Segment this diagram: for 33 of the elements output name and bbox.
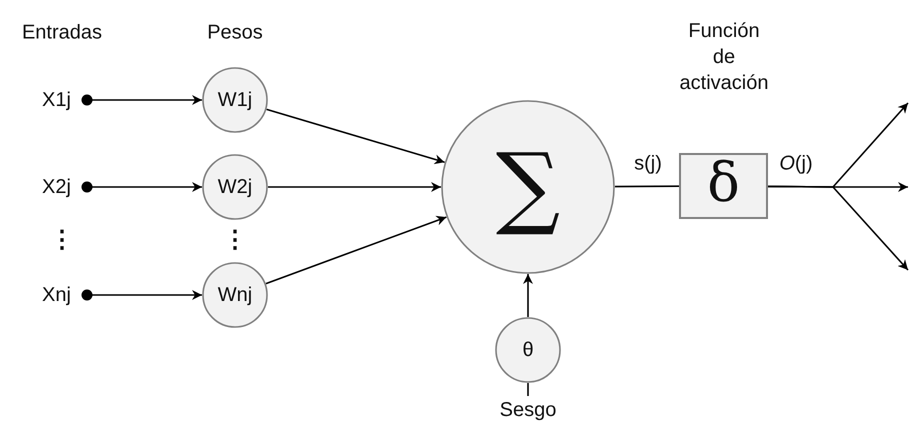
weight-label: Wnj <box>218 284 252 306</box>
weight-label: W1j <box>218 89 252 111</box>
weight-circle <box>202 67 268 133</box>
arrow <box>268 182 441 192</box>
arrow <box>266 108 445 164</box>
variable-label: Xnj <box>42 284 71 306</box>
bias-symbol: θ <box>522 339 534 361</box>
arrow <box>768 186 909 271</box>
variable-label: X2j <box>42 176 71 198</box>
line <box>615 185 679 188</box>
caption-text: Sesgo <box>500 399 556 421</box>
arrow <box>266 216 447 284</box>
line <box>527 383 529 396</box>
weight-label: W2j <box>218 176 252 198</box>
summation-symbol: ∑ <box>496 142 560 232</box>
weight-circle <box>202 154 268 220</box>
edge-label: s(j) <box>633 152 663 176</box>
function-heading: Función de activación <box>679 19 769 96</box>
edge-label: O(j) <box>778 152 814 176</box>
ellipsis-dots: ⋮ <box>50 226 74 254</box>
arrow <box>82 290 202 300</box>
ellipsis-dots: ⋮ <box>223 226 247 254</box>
activation-box <box>679 153 768 219</box>
variable-label: X1j <box>42 89 71 111</box>
bias-circle <box>495 317 561 383</box>
summation-circle <box>441 100 615 274</box>
arrow <box>82 94 202 106</box>
weight-circle <box>202 262 268 328</box>
arrow <box>82 182 202 192</box>
column-heading: Entradas <box>22 22 102 44</box>
delta-symbol: δ <box>707 156 740 210</box>
column-heading: Pesos <box>207 22 263 44</box>
arrow <box>523 274 533 317</box>
